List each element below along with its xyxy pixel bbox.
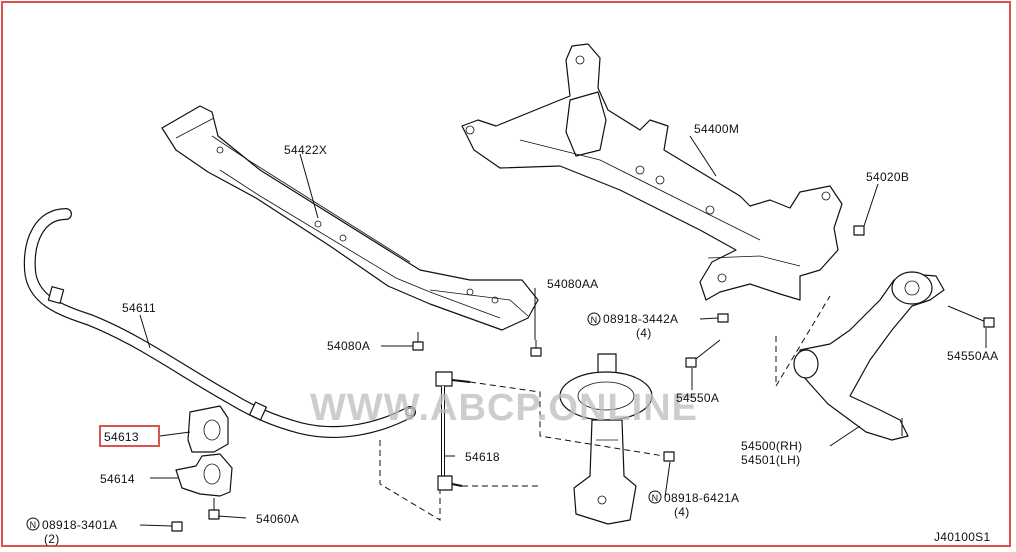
nut-3401A xyxy=(171,521,183,532)
label-54613[interactable]: 54613 xyxy=(104,430,139,444)
label-08918-6421A-qty: (4) xyxy=(674,505,690,519)
watermark: WWW.ABCP.ONLINE xyxy=(310,387,698,429)
svg-text:N: N xyxy=(652,493,659,503)
n-symbol-3442A: N xyxy=(587,312,601,326)
stabilizer-bushing-drawing xyxy=(187,405,229,453)
label-54500-rh[interactable]: 54500(RH) xyxy=(741,439,802,453)
part-labels: 54422X 54400M 54020B 54080AA 54611 08918… xyxy=(42,122,998,546)
nut-54020B xyxy=(853,225,865,236)
svg-text:N: N xyxy=(591,315,598,325)
bolt-54080AA xyxy=(530,340,542,357)
strut-drawing xyxy=(559,353,653,525)
label-54614[interactable]: 54614 xyxy=(100,472,135,486)
label-08918-3401A[interactable]: 08918-3401A xyxy=(42,518,117,532)
label-54422X[interactable]: 54422X xyxy=(284,143,327,157)
stabilizer-link-drawing xyxy=(435,371,471,491)
label-08918-3442A[interactable]: 08918-3442A xyxy=(603,312,678,326)
n-symbol-6421A: N xyxy=(648,490,662,504)
stabilizer-bar-drawing xyxy=(23,208,416,438)
front-crossmember-drawing xyxy=(161,105,539,331)
label-54060A[interactable]: 54060A xyxy=(256,512,299,526)
diagram-id: J40100S1 xyxy=(934,530,990,544)
nut-3442A xyxy=(717,313,729,323)
label-54080A[interactable]: 54080A xyxy=(327,339,370,353)
label-54618[interactable]: 54618 xyxy=(465,450,500,464)
stabilizer-clamp-drawing xyxy=(175,453,233,497)
bolt-54080A xyxy=(412,332,424,351)
label-08918-3401A-qty: (2) xyxy=(44,532,60,546)
highlight-54613 xyxy=(99,425,160,447)
label-54611[interactable]: 54611 xyxy=(122,301,156,315)
svg-text:N: N xyxy=(30,520,37,530)
assembly-dashed-lines xyxy=(379,295,831,521)
label-08918-3442A-qty: (4) xyxy=(636,326,652,340)
leader-lines xyxy=(139,135,987,527)
label-54020B[interactable]: 54020B xyxy=(866,170,909,184)
bolt-54550AA xyxy=(947,305,995,328)
suspension-member-drawing xyxy=(461,43,843,301)
bolt-54060A xyxy=(208,498,220,520)
label-08918-6421A[interactable]: 08918-6421A xyxy=(664,491,739,505)
label-54550AA[interactable]: 54550AA xyxy=(947,349,998,363)
label-54550A[interactable]: 54550A xyxy=(676,391,719,405)
label-54400M[interactable]: 54400M xyxy=(694,122,739,136)
bolt-54550A xyxy=(685,339,721,368)
nut-6421A xyxy=(663,451,675,462)
label-54080AA[interactable]: 54080AA xyxy=(547,277,598,291)
label-54501-lh[interactable]: 54501(LH) xyxy=(741,453,800,467)
control-arm-drawing xyxy=(793,271,945,441)
n-symbol-3401A: N xyxy=(26,517,40,531)
